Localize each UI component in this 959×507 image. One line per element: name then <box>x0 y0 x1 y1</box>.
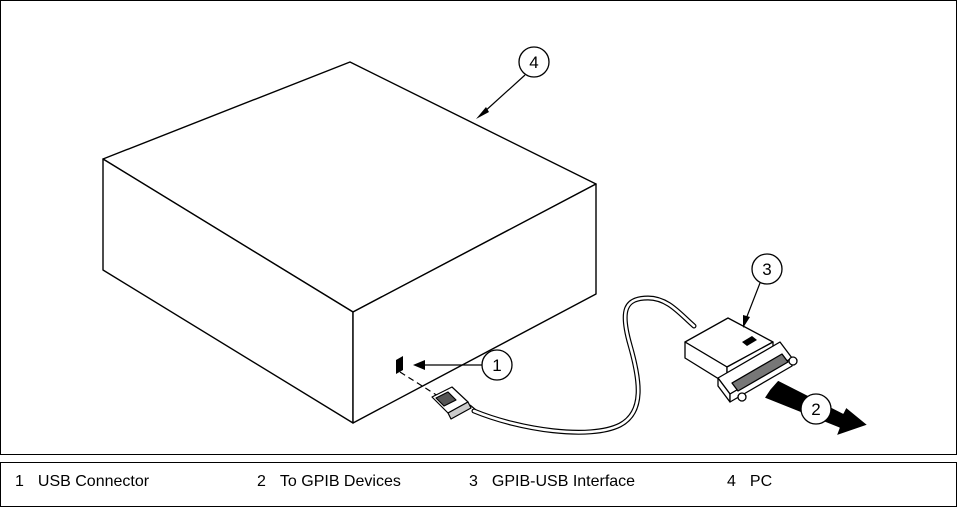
callout-2: 2 <box>800 393 832 425</box>
figure-frame <box>0 0 957 455</box>
callout-4: 4 <box>476 46 550 119</box>
svg-text:4: 4 <box>529 53 538 72</box>
svg-text:1: 1 <box>492 356 501 375</box>
callout-3: 3 <box>743 253 783 328</box>
usb-insertion-path <box>399 371 439 397</box>
usb-plug <box>431 386 477 420</box>
gpib-usb-interface <box>684 317 798 403</box>
pc-box <box>102 61 597 424</box>
svg-text:3: 3 <box>762 260 771 279</box>
gpib-usb-connection-diagram: 4 3 1 2 <box>102 46 869 437</box>
usb-port <box>396 356 403 374</box>
callout-1: 1 <box>413 349 513 381</box>
svg-text:2: 2 <box>811 400 820 419</box>
